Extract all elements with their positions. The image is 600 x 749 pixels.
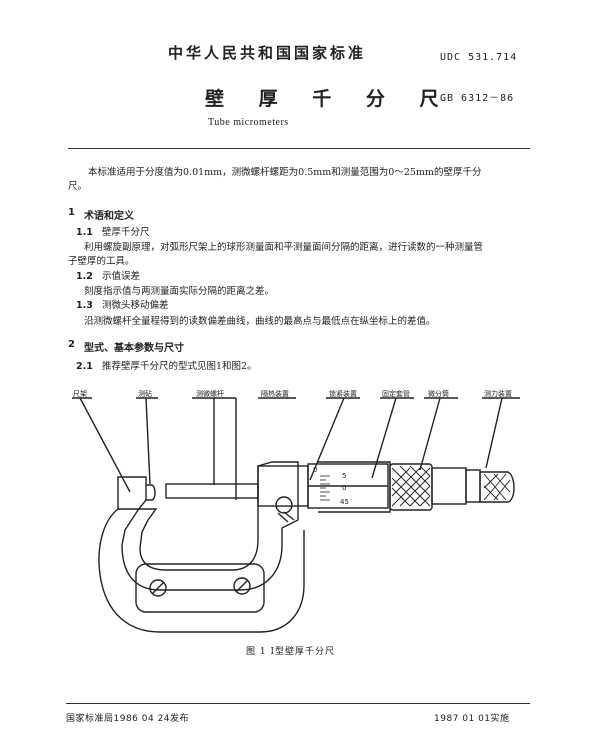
issued-date: 国家标准局1986 04 24发布 — [66, 714, 190, 724]
gb-number: GB 6312－86 — [440, 93, 515, 104]
label-lock-device: 锁紧装置 — [329, 390, 357, 398]
item-1-1-number: 1.1 — [76, 227, 93, 238]
item-1-3-number: 1.3 — [76, 300, 93, 311]
figure-caption: 图 1 Ⅰ型壁厚千分尺 — [246, 647, 336, 657]
label-frame: 尺架 — [73, 390, 87, 398]
english-title: Tube micrometers — [208, 117, 289, 128]
scale-mark-0-a: 0 — [313, 466, 318, 474]
effective-date: 1987 01 01实施 — [434, 714, 510, 724]
scale-mark-5: 5 — [342, 472, 347, 480]
intro-line-1: 本标准适用于分度值为0.01mm，测微螺杆螺距为0.5mm和测量范围为0～25m… — [88, 167, 482, 178]
item-2-1-text: 推荐壁厚千分尺的型式见图1和图2。 — [102, 361, 257, 372]
label-heat-insulator: 隔热装置 — [261, 390, 289, 398]
header-rule — [68, 148, 530, 149]
udc-number: UDC 531.714 — [440, 52, 518, 63]
item-1-2-term: 示值误差 — [102, 271, 141, 282]
label-ratchet: 测力装置 — [484, 390, 512, 398]
section-2-heading: 型式、基本参数与尺寸 — [84, 343, 184, 354]
section-1-heading: 术语和定义 — [84, 211, 134, 222]
section-2-number: 2 — [68, 339, 75, 350]
footer-rule — [66, 703, 530, 704]
page-title: 壁 厚 千 分 尺 — [205, 88, 453, 110]
item-2-1-number: 2.1 — [76, 361, 93, 372]
label-thimble: 微分筒 — [428, 390, 449, 398]
item-1-1-term: 壁厚千分尺 — [102, 227, 150, 238]
standard-org-title: 中华人民共和国国家标准 — [168, 44, 367, 62]
label-anvil: 测砧 — [138, 390, 152, 398]
item-1-3-def: 沿测微螺杆全量程得到的读数偏差曲线，曲线的最高点与最低点在纵坐标上的差值。 — [84, 316, 436, 327]
label-spindle: 测微螺杆 — [196, 390, 224, 398]
item-1-2-number: 1.2 — [76, 271, 93, 282]
item-1-3-term: 测微头移动偏差 — [102, 300, 169, 311]
section-1-number: 1 — [68, 207, 75, 218]
item-1-2-def: 刻度指示值与两测量面实际分隔的距离之差。 — [84, 286, 275, 297]
label-fixed-sleeve: 固定套管 — [382, 390, 410, 398]
intro-line-2: 尺。 — [68, 181, 88, 192]
scale-mark-45: 45 — [340, 498, 349, 506]
scale-mark-0-b: 0 — [342, 484, 347, 492]
item-1-1-def-line-2: 子壁厚的工具。 — [68, 256, 135, 267]
item-1-1-def-line-1: 利用螺旋副原理，对弧形尺架上的球形测量面和平测量面间分隔的距离，进行读数的一种测… — [84, 242, 484, 253]
